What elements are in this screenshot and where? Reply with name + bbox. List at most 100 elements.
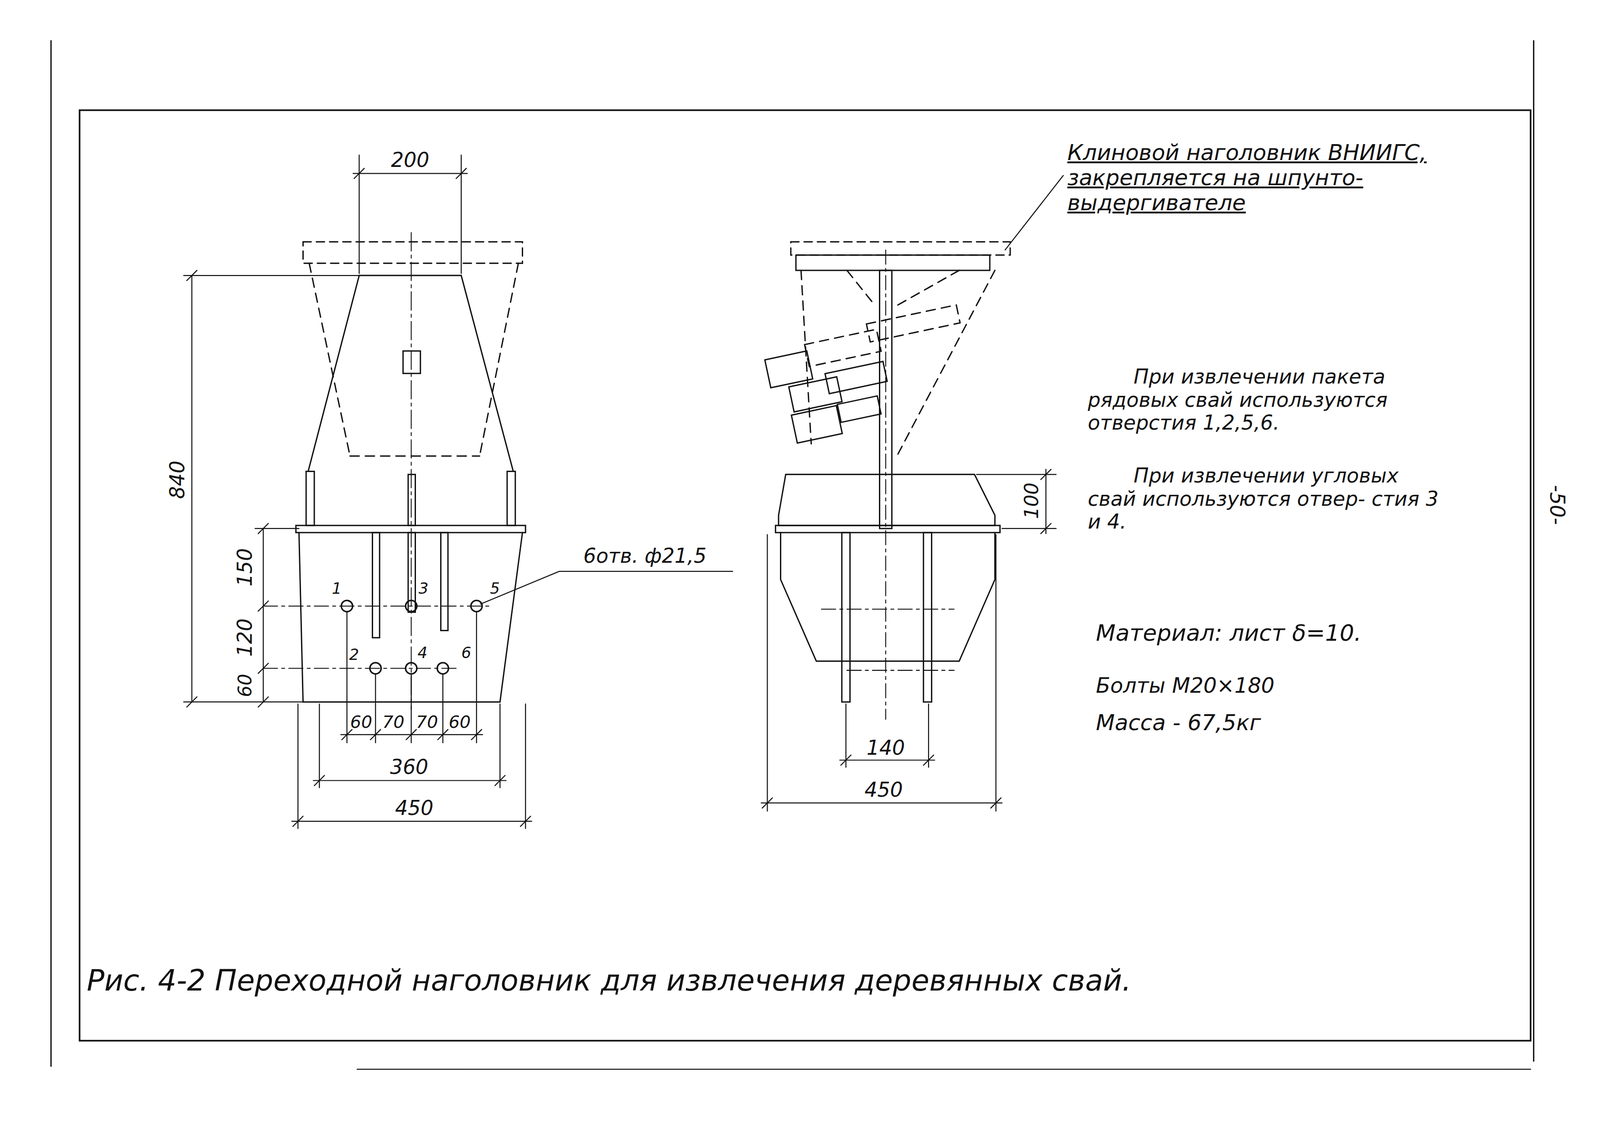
sheet-frame-part [1532,40,1535,1061]
front-view-part-part [341,600,353,613]
hole-number: 4 [417,644,428,662]
front-view-part-part [369,662,382,675]
dimension-label: 150 [233,548,257,587]
dimension-label: 60 [448,712,471,733]
side-dimensions-part [990,798,1001,809]
front-view-part [306,471,315,526]
page-number: -50- [1545,485,1569,526]
figure-caption: Рис. 4-2 Переходной наголовник для извле… [86,964,1495,998]
side-view-part [780,532,995,662]
side-dimensions [761,175,1064,812]
front-view-part-part [470,600,483,613]
hole-number: 3 [418,579,429,598]
hole-number: 2 [348,646,359,665]
side-dimensions-part [1002,528,1057,530]
dimension-label: 120 [233,618,257,657]
sheet-frame-part [79,110,1531,1041]
side-view-part-part [866,305,961,343]
front-dimensions-part [437,729,448,740]
side-dimensions-part [761,802,1003,804]
front-view-part [296,525,526,533]
side-view-part [790,241,1011,255]
side-dimensions-part [976,473,1057,475]
front-dimensions-part [353,168,364,179]
front-dimensions-part [524,704,526,829]
dimension-label: 360 [389,755,429,780]
front-view-part [507,471,516,526]
dimension-label: 60 [350,712,373,733]
sheet-frame [51,40,1534,1070]
front-dimensions-part [262,528,264,702]
front-dimensions-part [258,601,269,612]
hole-number: 1 [331,579,342,598]
front-view-part [461,275,514,472]
side-view-part-part [895,270,960,307]
front-dimensions-part [480,571,733,605]
front-dimensions-part [456,168,467,179]
front-dimensions-part [314,775,325,786]
side-view-part [764,350,813,388]
front-dimensions-part [499,704,501,788]
side-view-part-part [846,270,876,307]
side-dimensions-part [1005,175,1064,250]
note-text: При извлечении пакета рядовых свай испол… [1087,365,1450,435]
sheet-frame-part [357,1069,1531,1071]
front-view-part [309,263,519,457]
front-dimensions-part [353,172,468,174]
front-dimensions-part [494,775,505,786]
front-view-part [372,532,380,638]
front-view-part-part [263,605,490,607]
side-view-part [841,532,851,702]
side-view-part-part [821,608,955,610]
front-dimensions-part [258,523,269,534]
side-dimensions-part [923,755,934,766]
dimension-label: 140 [866,736,905,760]
side-dimensions-part [928,704,930,768]
side-dimensions-part [762,798,773,809]
dimension-label: 450 [394,796,434,821]
front-view [263,232,526,710]
side-view-part [775,525,1000,533]
front-dimensions-part [191,275,193,702]
side-dimensions-part [1040,523,1051,534]
dimension-label: 100 [1020,482,1043,520]
front-dimensions-part [186,270,197,281]
front-view-part [410,232,412,710]
front-dimensions [183,155,733,829]
front-view-part-part [479,263,519,457]
front-dimensions-part [258,663,269,674]
front-view-part-part [405,600,417,613]
front-dimensions-part [297,704,299,829]
side-dimensions-part [845,704,847,768]
note-text: При извлечении угловых свай используются… [1087,464,1450,534]
front-dimensions-part [183,275,360,276]
material-note: Масса - 67,5кг [1096,710,1525,736]
side-view-part-part [800,270,811,444]
side-view-part [791,405,843,443]
sheet-frame-part [50,40,52,1066]
front-view-part-part [437,662,449,675]
dimension-label: 840 [166,460,190,499]
side-view [764,241,1011,720]
front-dimensions-part [374,674,376,743]
front-dimensions-part [291,820,532,822]
dimension-label: 70 [415,712,438,733]
front-view-part-part [349,455,480,458]
hole-number: 5 [489,579,500,598]
front-dimensions-part [254,528,299,530]
side-dimensions-part [839,759,935,761]
side-view-part-part [885,249,887,720]
front-view-part [440,532,448,631]
side-dimensions-part [840,755,851,766]
dimension-label: 200 [390,148,430,172]
front-view-part [359,275,462,277]
front-dimensions-part [292,816,303,827]
dimension-label: 450 [864,778,903,802]
front-view-part-part [405,662,417,675]
material-note: Материал: лист δ=10. [1096,620,1525,647]
front-dimensions-part [318,704,320,788]
side-dimensions-part [766,534,768,811]
side-view-part-part [846,670,955,671]
side-dimensions-part [995,534,997,811]
front-dimensions-part [346,612,348,743]
